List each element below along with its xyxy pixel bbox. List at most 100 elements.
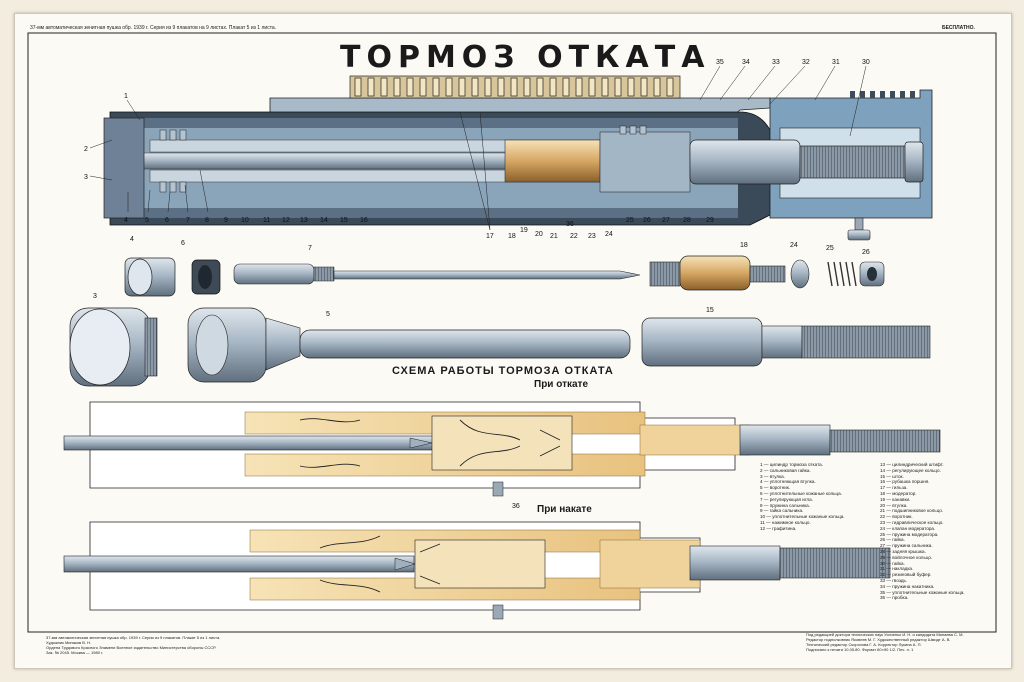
legend-right-item: 28 — задняя крышка.: [880, 548, 926, 554]
callout-18: 18: [508, 233, 516, 240]
footer-left-item: Художник Минаков В. Н.: [46, 640, 92, 645]
piston-head: [599, 131, 691, 193]
callout-7: 7: [186, 217, 190, 224]
legend-right-item: 22 — воротник.: [880, 514, 913, 520]
parts-row-2: [69, 307, 931, 387]
callout-23: 23: [588, 233, 596, 240]
legend-right-item: 25 — пружина модератора.: [880, 531, 939, 537]
callout-leaders: [89, 65, 867, 231]
callout-24: 24: [605, 231, 613, 238]
callout-6: 6: [165, 217, 169, 224]
row1-label-7: 7: [308, 245, 312, 252]
legend-left-item: 3 — втулка.: [760, 473, 786, 479]
parts-row-1: [124, 255, 885, 297]
callout-32: 32: [802, 59, 810, 66]
legend-left: 1 — цилиндр тормоза отката.2 — сальников…: [760, 462, 845, 532]
row2-label-15: 15: [706, 307, 714, 314]
callout-1: 1: [124, 93, 128, 100]
legend-right-item: 31 — накладка.: [880, 566, 914, 572]
callout-11: 11: [263, 217, 270, 224]
legend-left-item: 7 — регулирующая игла.: [760, 496, 813, 502]
part-7-needle: [233, 263, 315, 285]
callout-16: 16: [360, 217, 368, 224]
row1-label-24: 24: [790, 242, 798, 249]
schema-title: СХЕМА РАБОТЫ ТОРМОЗА ОТКАТА: [392, 365, 614, 377]
footer-right-item: Подписано к печати 10.05.80. Формат 60×9…: [806, 647, 914, 652]
legend-right-item: 33 — гвоздь.: [880, 577, 908, 583]
callout-12: 12: [282, 217, 290, 224]
schema-recoil: [63, 401, 941, 497]
legend-right-item: 20 — втулка.: [880, 502, 908, 508]
row2-label-3: 3: [93, 293, 97, 300]
legend-left-item: 9 — гайка сальника.: [760, 508, 804, 514]
return-subtitle: При накате: [537, 504, 592, 515]
callout-2: 2: [84, 146, 88, 153]
row1-label-18: 18: [740, 242, 748, 249]
legend-right-item: 35 — уплотнительные кожаные кольца.: [880, 589, 965, 595]
threaded-end: [799, 145, 913, 179]
legend-left-item: 6 — уплотнительные кожаные кольца.: [760, 490, 842, 496]
return-rod: [63, 555, 415, 573]
footer-left-item: 37-мм автоматическая зенитная пушка обр.…: [46, 635, 221, 640]
callout-17: 17: [486, 233, 494, 240]
legend-left-item: 4 — уплотняющая втулка.: [760, 479, 816, 485]
legend-right-item: 36 — пробка.: [880, 595, 909, 601]
callout-30: 30: [862, 59, 870, 66]
modulator-piston: [504, 139, 601, 183]
callout-10: 10: [241, 217, 249, 224]
callouts-top: 1 2 3 4 5 6 7 8 9 10 11 12 13 14 15 16 1…: [84, 59, 870, 240]
housing-teeth: [850, 91, 915, 98]
legend-right-item: 18 — модератор.: [880, 490, 917, 496]
recoil-subtitle: При откате: [534, 379, 589, 390]
callouts-row-1: 4 6 7 18 24 25 26: [130, 236, 870, 256]
legend-right-item: 23 — гидравлическое кольцо.: [880, 519, 944, 525]
header-series-note: 37-мм автоматическая зенитная пушка обр.…: [30, 25, 277, 31]
callout-20: 20: [535, 231, 543, 238]
schema-return: [63, 521, 891, 620]
legend-right-item: 29 — войлочное кольцо.: [880, 554, 933, 560]
legend-right-item: 24 — клапан модератора.: [880, 525, 936, 531]
legend-right-item: 32 — резиновый буфер.: [880, 572, 932, 578]
legend-right-item: 30 — гайка.: [880, 560, 905, 566]
callout-28: 28: [683, 217, 691, 224]
legend-left-item: 11 — нажимное кольцо.: [760, 519, 811, 525]
legend-left-item: 5 — воротник.: [760, 485, 791, 491]
callout-5: 5: [145, 217, 149, 224]
callouts-row-2: 3 5 15: [93, 293, 714, 318]
legend-right-item: 16 — рубашка поршня.: [880, 479, 930, 485]
callout-35: 35: [716, 59, 724, 66]
callout-26: 26: [643, 217, 651, 224]
callout-25: 25: [626, 217, 634, 224]
callout-4: 4: [124, 217, 128, 224]
callout-8: 8: [205, 217, 209, 224]
row1-label-6: 6: [181, 240, 185, 247]
callout-19: 19: [520, 227, 528, 234]
callout-15: 15: [340, 217, 348, 224]
footer-left: 37-мм автоматическая зенитная пушка обр.…: [46, 635, 220, 655]
legend-right-item: 13 — цилиндрический штифт.: [880, 462, 944, 467]
legend-right-item: 34 — пружина накатника.: [880, 583, 935, 589]
legend-right-item: 14 — регулирующее кольцо.: [880, 467, 941, 473]
legend-left-item: 1 — цилиндр тормоза отката.: [760, 462, 823, 467]
part-24-valve: [790, 259, 810, 289]
seal-rings: [159, 125, 647, 193]
callout-21: 21: [550, 233, 558, 240]
footer-right-item: Под редакцией доктора технических наук У…: [806, 632, 964, 637]
row1-label-4: 4: [130, 236, 134, 243]
sleeve-ribs: [349, 75, 681, 99]
footer-left-item: Ордена Трудового Красного Знамени Военно…: [46, 645, 217, 650]
rod-end: [689, 139, 801, 185]
callout-34: 34: [742, 59, 750, 66]
callout-14: 14: [320, 217, 328, 224]
legend-right-item: 21 — подшипниковое кольцо.: [880, 508, 944, 514]
legend-right-item: 27 — пружина сальника.: [880, 543, 933, 549]
cutaway-assembly: [103, 75, 933, 241]
inner-frame: [27, 32, 997, 633]
row1-label-26: 26: [862, 249, 870, 256]
header-free-note: БЕСПЛАТНО.: [942, 25, 975, 31]
poster-title: ТОРМОЗ ОТКАТА: [340, 40, 711, 75]
callout-29: 29: [706, 217, 714, 224]
legend-right-item: 26 — гайка.: [880, 537, 905, 543]
legend-left-item: 10 — уплотнительные кожаные кольца.: [760, 514, 845, 520]
